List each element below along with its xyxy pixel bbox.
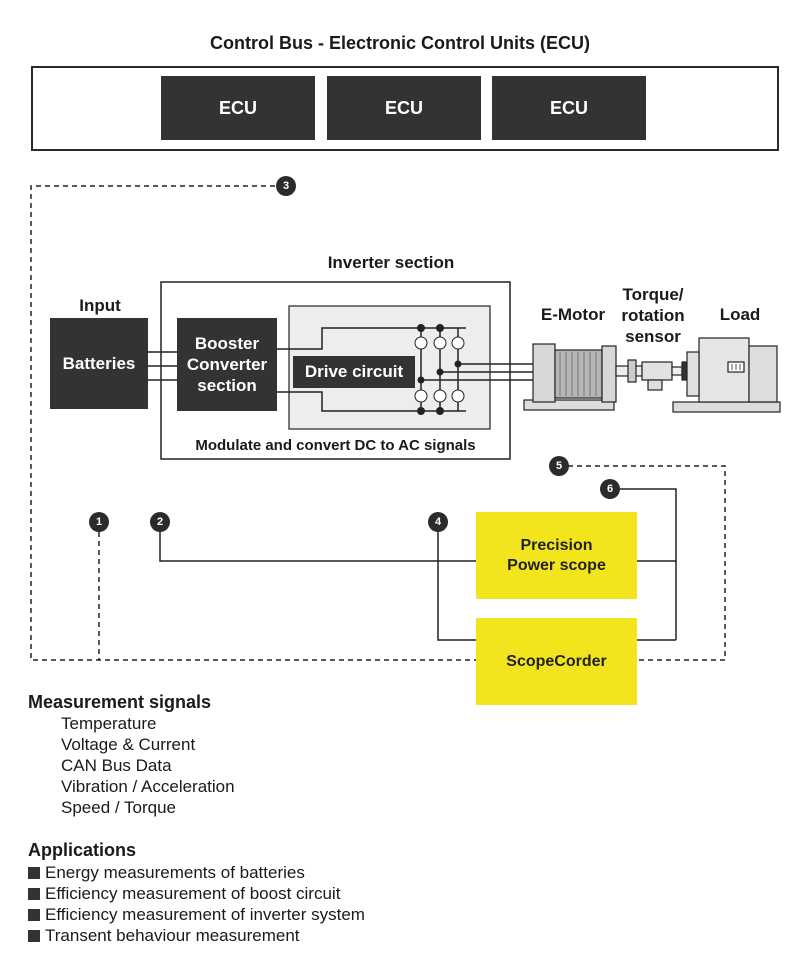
scopecorder-label: ScopeCorder	[506, 652, 607, 670]
applications-list: Energy measurements of batteries Efficie…	[28, 862, 365, 946]
application-text: Efficiency measurement of boost circuit	[45, 884, 341, 903]
measurement-heading: Measurement signals	[28, 692, 212, 712]
measurement-item: CAN Bus Data	[61, 756, 172, 775]
badge-2: 2	[150, 512, 170, 532]
badge-5: 5	[549, 456, 569, 476]
ecu-box-2: ECU	[327, 76, 481, 140]
bullet-square-icon	[28, 909, 40, 921]
batteries-label: Batteries	[62, 353, 136, 373]
booster-line-3: section	[197, 376, 257, 395]
torque-sensor-drawing	[641, 361, 688, 391]
application-item: Efficiency measurement of boost circuit	[28, 883, 365, 904]
bullet-square-icon	[28, 888, 40, 900]
ecu-box-1: ECU	[161, 76, 315, 140]
load-label: Load	[719, 305, 761, 324]
application-item: Energy measurements of batteries	[28, 862, 365, 883]
input-label: Input	[79, 296, 121, 315]
batteries-box: Batteries	[50, 318, 148, 409]
bullet-square-icon	[28, 930, 40, 942]
ecu-box-3: ECU	[492, 76, 646, 140]
badge-1: 1	[89, 512, 109, 532]
measurement-item: Voltage & Current	[61, 735, 196, 754]
signal-line-6	[620, 488, 677, 562]
precision-line-1: Precision	[520, 536, 593, 554]
precision-power-scope-box: Precision Power scope	[476, 512, 637, 599]
signal-line-3	[30, 185, 478, 661]
signal-line-5	[568, 465, 726, 661]
badge-4: 4	[428, 512, 448, 532]
diagram-title: Control Bus - Electronic Control Units (…	[210, 33, 590, 53]
application-text: Efficiency measurement of inverter syste…	[45, 905, 365, 924]
bullet-square-icon	[28, 867, 40, 879]
e-motor-drawing	[523, 343, 643, 411]
applications-heading: Applications	[28, 840, 137, 860]
application-text: Energy measurements of batteries	[45, 863, 305, 882]
signal-line-4	[437, 532, 476, 641]
control-bus-frame	[31, 66, 779, 151]
modulate-label: Modulate and convert DC to AC signals	[195, 437, 476, 454]
badge-3: 3	[276, 176, 296, 196]
booster-converter-box: Booster Converter section	[177, 318, 277, 411]
application-item: Efficiency measurement of inverter syste…	[28, 904, 365, 925]
drive-circuit-label: Drive circuit	[304, 362, 404, 381]
booster-line-2: Converter	[186, 355, 268, 374]
measurement-item: Vibration / Acceleration	[61, 777, 235, 796]
load-drawing	[672, 337, 781, 413]
drive-circuit-box: Drive circuit	[293, 356, 415, 388]
torque-sensor-label: Torque/ rotation sensor	[608, 284, 698, 347]
scopecorder-box: ScopeCorder	[476, 618, 637, 705]
precision-line-2: Power scope	[507, 556, 606, 574]
measurement-list: Temperature Voltage & Current CAN Bus Da…	[61, 713, 235, 818]
inverter-section-label: Inverter section	[327, 253, 455, 272]
torque-line-2: rotation	[621, 306, 685, 325]
measurement-item: Temperature	[61, 714, 157, 733]
badge-6: 6	[600, 479, 620, 499]
e-motor-label: E-Motor	[540, 305, 606, 324]
torque-line-3: sensor	[625, 327, 681, 346]
torque-line-1: Torque/	[622, 285, 684, 304]
measurement-item: Speed / Torque	[61, 798, 176, 817]
application-text: Transent behaviour measurement	[45, 926, 300, 945]
application-item: Transent behaviour measurement	[28, 925, 365, 946]
signal-line-2	[159, 532, 476, 562]
booster-line-1: Booster	[194, 334, 260, 353]
